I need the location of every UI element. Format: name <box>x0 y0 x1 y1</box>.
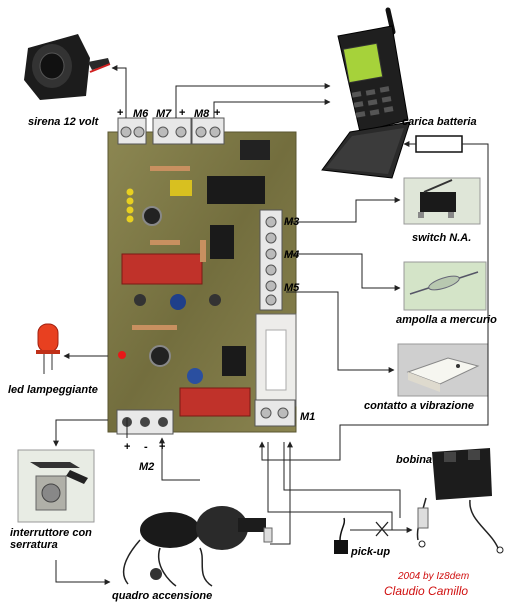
label-battery-charge: carica batteria <box>402 116 477 128</box>
wire-m1-pickup <box>284 442 400 518</box>
wire-ignition-m1 <box>270 442 290 544</box>
capacitor <box>134 294 146 306</box>
label-coil: bobina <box>396 454 432 466</box>
capacitor <box>170 294 186 310</box>
terminal-strip-right <box>260 210 282 310</box>
label-pickup: pick-up <box>351 546 390 558</box>
connector-m3: M3 <box>284 216 299 228</box>
terminal-block-m7 <box>153 118 191 144</box>
terminal-block-m6 <box>118 118 146 144</box>
siren-image <box>24 34 110 100</box>
label-mercury-bulb: ampolla a mercurio <box>396 314 497 326</box>
connector-m7: M7 <box>156 108 171 120</box>
label-vibration-contact: contatto a vibrazione <box>364 400 474 412</box>
pickup-image <box>334 518 348 554</box>
credit-line-2: Claudio Camillo <box>384 584 468 598</box>
ic-chip <box>210 225 234 259</box>
capacitor <box>187 368 203 384</box>
sign-plus-m6: + <box>117 107 123 119</box>
terminal-block-m2 <box>117 410 173 434</box>
wire-ignition-m2 <box>162 438 200 480</box>
wire-m4-mercury <box>286 254 400 288</box>
wire-m1-coil <box>268 442 392 530</box>
ignition-image <box>124 506 272 586</box>
flashing-led-image <box>36 324 60 374</box>
label-switch-na: switch N.A. <box>412 232 471 244</box>
sign-plus-m2-right: + <box>159 441 165 453</box>
terminal-block-m1 <box>255 400 295 426</box>
wire-m5-vibration <box>286 292 394 370</box>
sign-plus-m2-left: + <box>124 441 130 453</box>
ic-chip <box>207 176 265 204</box>
sign-plus-m7: + <box>179 107 185 119</box>
connector-m6: M6 <box>133 108 148 120</box>
trimmer <box>143 207 161 225</box>
relay <box>122 254 202 284</box>
wire-key-ignition <box>56 560 110 582</box>
ic-chip <box>170 180 192 196</box>
key-switch-image <box>18 450 94 522</box>
sign-plus-m8: + <box>214 107 220 119</box>
mercury-bulb-image <box>404 262 486 310</box>
alarm-pcb <box>108 118 296 434</box>
trimmer <box>150 346 170 366</box>
terminal-block-m8 <box>192 118 224 144</box>
connector-m8: M8 <box>194 108 209 120</box>
vibration-contact-image <box>398 344 488 396</box>
red-led <box>118 351 126 359</box>
sign-minus-m2: - <box>144 441 148 453</box>
relay <box>180 388 250 416</box>
mobile-phone-image <box>322 10 410 178</box>
connector-m4: M4 <box>284 249 299 261</box>
connector-m5: M5 <box>284 282 299 294</box>
credit-line-1: 2004 by Iz8dem <box>398 571 469 582</box>
connector-m2: M2 <box>139 461 154 473</box>
wire-m8-phone <box>214 102 330 118</box>
battery-charge-resistor <box>416 136 462 152</box>
label-flashing-led: led lampeggiante <box>8 384 98 396</box>
ic-chip <box>222 346 246 376</box>
label-key-switch: interruttore con serratura <box>10 527 92 551</box>
wire-m3-switch <box>286 200 400 222</box>
switch-na-image <box>404 178 480 224</box>
fuse-holder <box>256 314 296 406</box>
ic-chip <box>240 140 270 160</box>
capacitor <box>209 294 221 306</box>
connector-m1: M1 <box>300 411 315 423</box>
label-ignition: quadro accensione <box>112 590 212 602</box>
label-siren: sirena 12 volt <box>28 116 98 128</box>
